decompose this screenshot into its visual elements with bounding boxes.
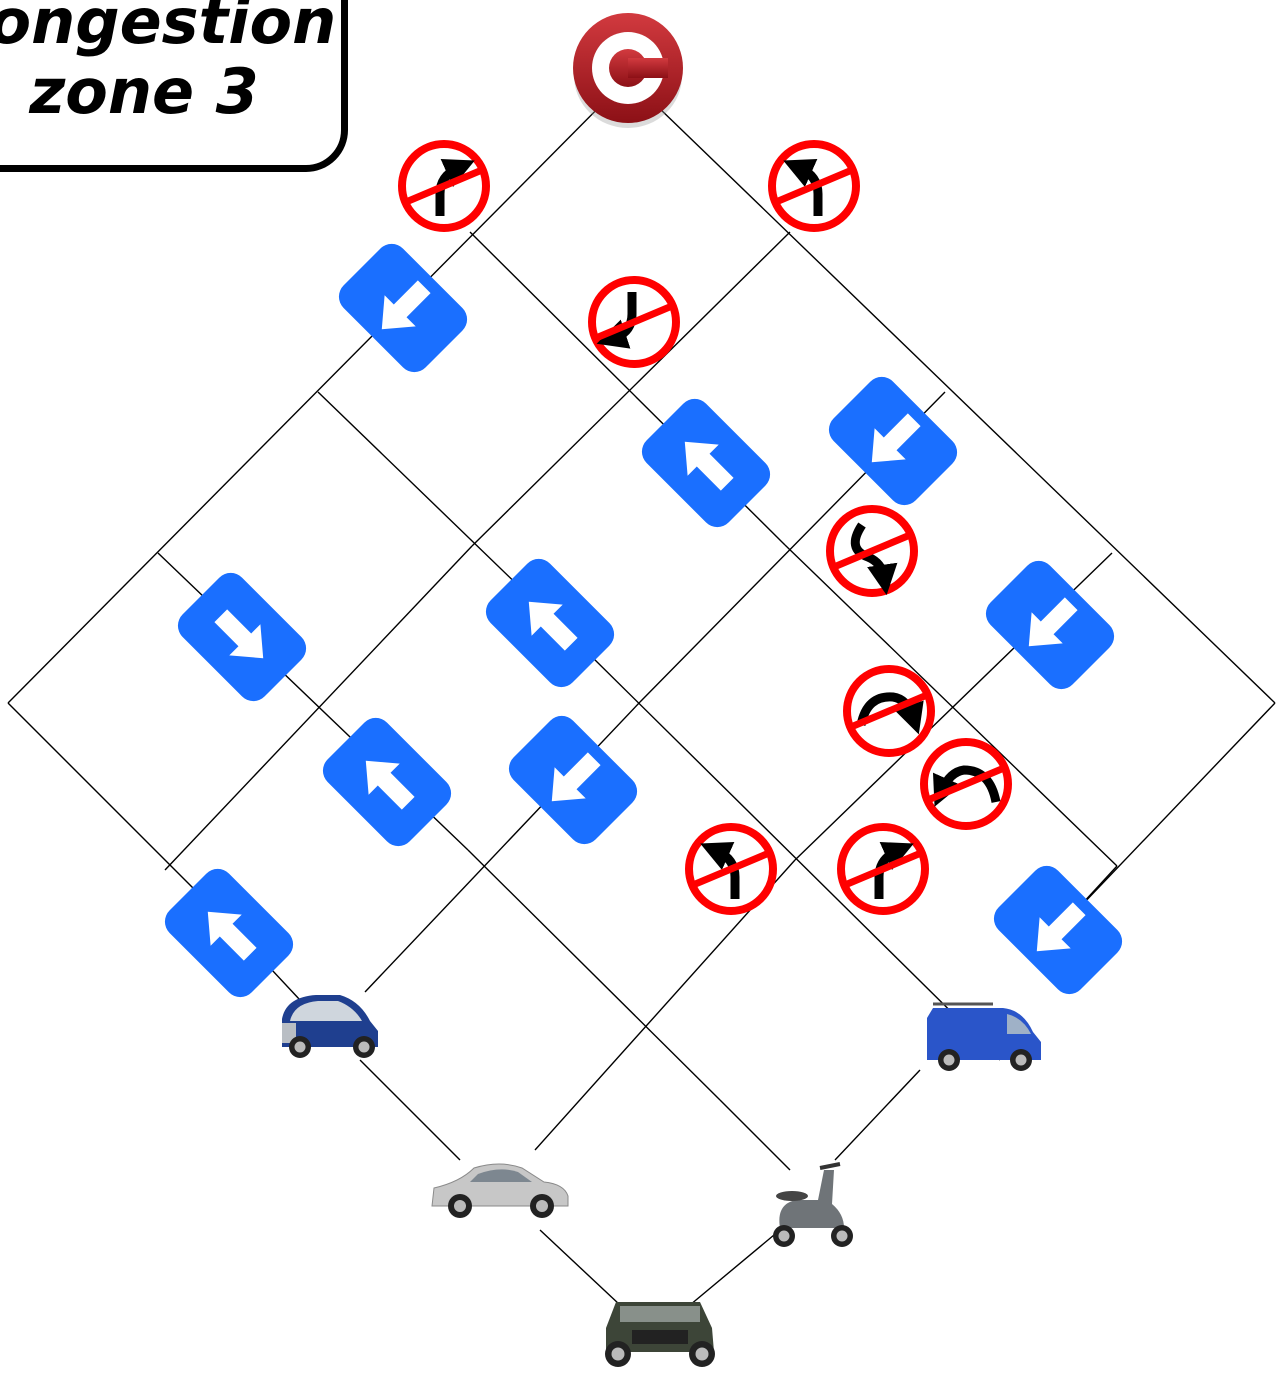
one-way-sign-3-down-left-arrow-icon[interactable] [822,370,963,511]
road-segment[interactable] [720,1100,790,1170]
road-segment[interactable] [360,1060,460,1160]
vehicles [282,995,1041,1367]
one-way-sign-6-down-left-arrow-icon[interactable] [979,554,1120,695]
title-line-2: zone 3 [0,61,341,123]
road-segment[interactable] [540,1230,620,1305]
title-line-1: congestion [0,0,341,53]
one-way-sign-2-up-left-arrow-icon[interactable] [635,392,776,533]
road-segment[interactable] [835,1070,920,1160]
scooter-icon[interactable] [773,1164,853,1247]
smart-car-icon[interactable] [282,995,378,1058]
one-way-sign-1-down-left-arrow-icon[interactable] [332,237,473,378]
hummer-icon[interactable] [605,1302,715,1367]
van-icon[interactable] [927,1004,1041,1071]
one-way-sign-5-up-left-arrow-icon[interactable] [479,552,620,693]
one-way-sign-7-up-left-arrow-icon[interactable] [316,711,457,852]
no-turn-signs [402,144,1008,911]
no-turn-sign-1-no-turn-icon[interactable] [402,144,486,228]
road-segment[interactable] [468,850,720,1100]
no-turn-sign-6-no-turn-icon[interactable] [924,742,1008,826]
one-way-sign-9-up-left-arrow-icon[interactable] [158,862,299,1003]
no-turn-sign-8-no-turn-icon[interactable] [841,827,925,911]
congestion-charge-c-icon[interactable] [573,13,683,128]
one-way-sign-8-down-left-arrow-icon[interactable] [502,709,643,850]
one-way-sign-10-down-left-arrow-icon[interactable] [987,859,1128,1000]
title-box: congestion zone 3 [0,0,348,172]
road-segment[interactable] [1058,703,1275,930]
one-way-sign-4-down-right-arrow-icon[interactable] [171,566,312,707]
no-turn-sign-7-no-turn-icon[interactable] [689,827,773,911]
road-segment[interactable] [690,1230,780,1305]
sedan-icon[interactable] [432,1164,568,1218]
no-turn-sign-2-no-turn-icon[interactable] [772,144,856,228]
no-turn-sign-5-no-turn-icon[interactable] [847,669,931,753]
road-segment[interactable] [590,655,1000,1060]
no-turn-sign-3-no-turn-icon[interactable] [592,280,676,364]
road-grid [8,78,1275,1305]
road-segment[interactable] [628,78,1275,703]
no-turn-sign-4-no-turn-icon[interactable] [830,509,914,593]
